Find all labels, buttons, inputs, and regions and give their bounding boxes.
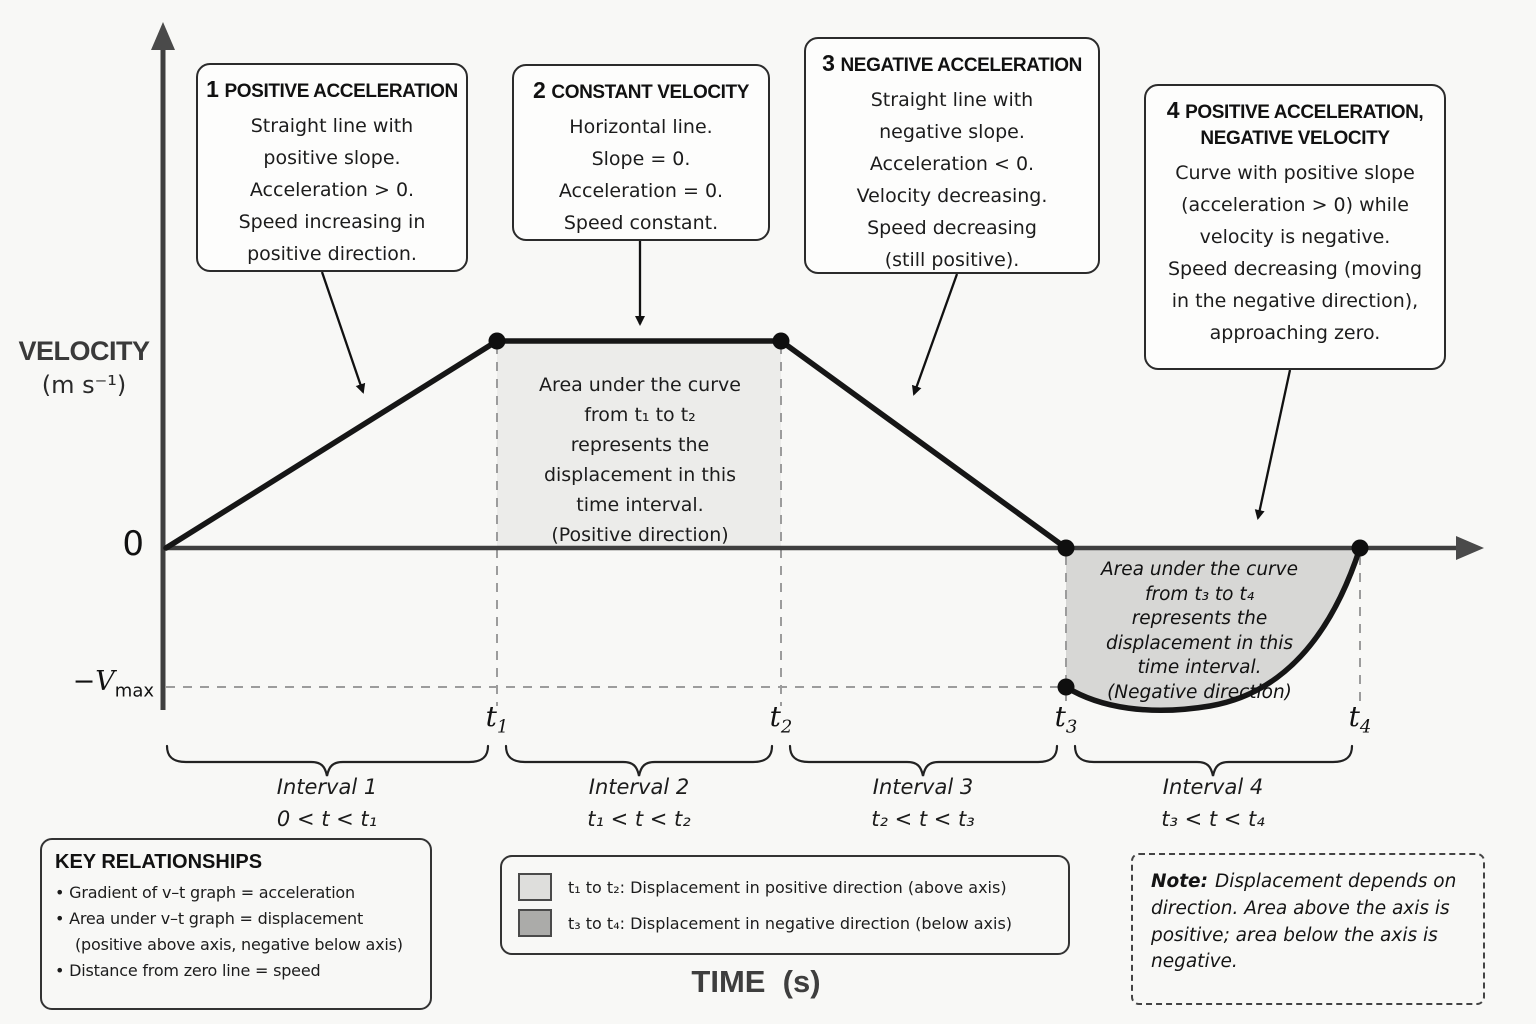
y-axis-neg-vmax-label: −Vmax [58, 666, 154, 701]
area-positive-line: from t₁ to t₂ [584, 404, 696, 426]
area-positive-line: Area under the curve [539, 374, 741, 396]
tick-t3: t3 [1054, 700, 1078, 738]
interval-1-range: 0 < t < t₁ [276, 807, 378, 831]
callout-3-line: Straight line with [870, 89, 1034, 112]
curve-point-t3-zero [1057, 539, 1075, 557]
curve-point-t4 [1351, 539, 1369, 557]
brace-interval-4 [1073, 744, 1354, 777]
area-positive-line: (Positive direction) [551, 524, 729, 546]
callout-2-line: Acceleration = 0. [558, 180, 724, 203]
callout-1-line: Acceleration > 0. [249, 179, 415, 202]
callout-4-line: Speed decreasing (moving [1167, 257, 1422, 280]
callout-3-line: Acceleration < 0. [869, 153, 1035, 176]
area-negative-line: represents the [1131, 608, 1268, 629]
y-axis-title: VELOCITY (m s⁻¹) [14, 336, 154, 399]
area-negative-line: displacement in this [1105, 632, 1294, 654]
callout-1-line: positive slope. [263, 147, 401, 170]
callout-3-line: (still positive). [884, 249, 1020, 272]
callout-3-line: Velocity decreasing. [856, 185, 1048, 208]
tick-t4: t4 [1348, 700, 1372, 738]
area-negative-line: (Negative direction) [1107, 681, 1292, 703]
legend-label-positive: t₁ to t₂: Displacement in positive direc… [568, 877, 1007, 897]
callout-1-line: positive direction. [247, 243, 417, 266]
area-positive-line: displacement in this [543, 464, 737, 486]
brace-interval-3 [788, 744, 1059, 777]
neg-vmax-base: −V [72, 666, 115, 697]
legend-item-negative: t₃ to t₄: Displacement in negative direc… [518, 909, 1052, 937]
curve-point-t2 [772, 332, 790, 350]
note-label: Note: [1151, 871, 1208, 892]
legend-item-positive: t₁ to t₂: Displacement in positive direc… [518, 873, 1052, 901]
x-axis-arrowhead [1456, 536, 1484, 560]
brace-interval-2 [504, 744, 774, 777]
key-relationships-line: (positive above axis, negative below axi… [75, 934, 403, 954]
legend-swatch-negative [518, 909, 552, 937]
key-relationships-box: KEY RELATIONSHIPS • Gradient of v–t grap… [40, 838, 432, 1010]
interval-4-range: t₃ < t < t₄ [1161, 807, 1265, 831]
callout-arrow-4 [1254, 369, 1292, 520]
callout-2-line: Horizontal line. [569, 116, 713, 139]
brace-interval-1 [165, 744, 490, 777]
curve-point-t1 [488, 332, 506, 350]
callout-arrow-1 [320, 271, 366, 394]
callout-4-line: in the negative direction), [1171, 289, 1419, 312]
legend-box: t₁ to t₂: Displacement in positive direc… [500, 855, 1070, 955]
legend-label-negative: t₃ to t₄: Displacement in negative direc… [568, 913, 1013, 933]
callout-1-line: Speed increasing in [238, 211, 426, 234]
area-positive-line: represents the [570, 434, 710, 456]
area-negative-line: time interval. [1137, 657, 1262, 678]
interval-4-name: Interval 4 [1162, 775, 1264, 799]
y-axis-title-line1: VELOCITY [18, 336, 150, 366]
note-text: Displacement depends on direction. Area … [1151, 871, 1457, 973]
area-label-negative: Area under the curve from t₃ to t₄ repre… [1052, 558, 1347, 705]
tick-t1: t1 [485, 700, 509, 738]
callout-arrow-3 [911, 273, 959, 396]
interval-3-name: Interval 3 [872, 775, 974, 799]
tick-t2: t2 [769, 700, 793, 738]
velocity-curve-segment-4 [1063, 545, 1363, 714]
key-relationships-title: KEY RELATIONSHIPS [55, 851, 263, 873]
curve-point-t3-negvmax [1057, 678, 1075, 696]
positive-area-fill [497, 343, 781, 548]
callout-4-line: velocity is negative. [1199, 225, 1391, 248]
note-box: Note:Displacement depends on direction. … [1131, 853, 1485, 1005]
callout-1-line: Straight line with [250, 115, 414, 138]
interval-3-range: t₂ < t < t₃ [871, 807, 975, 831]
key-relationships-line: • Area under v–t graph = displacement [55, 908, 364, 928]
area-positive-line: time interval. [576, 494, 704, 516]
callout-2-line: Speed constant. [563, 212, 719, 235]
key-relationships-line: • Gradient of v–t graph = acceleration [55, 883, 355, 902]
interval-2-name: Interval 2 [588, 775, 690, 799]
y-axis-arrowhead [151, 22, 175, 50]
key-relationships-line: • Distance from zero line = speed [55, 960, 321, 980]
callout-4-line: (acceleration > 0) while [1181, 193, 1409, 216]
y-axis-title-units: (m s⁻¹) [41, 371, 127, 399]
interval-2-range: t₁ < t < t₂ [587, 807, 691, 831]
area-negative-line: Area under the curve [1101, 559, 1298, 580]
callout-3-line: negative slope. [879, 121, 1025, 144]
callout-4-line: approaching zero. [1209, 321, 1381, 344]
area-negative-line: from t₃ to t₄ [1144, 583, 1254, 605]
y-axis-zero-label: 0 [122, 524, 144, 564]
velocity-curve-segment-1-3 [163, 338, 1069, 551]
x-axis-title: TIME (s) [691, 964, 821, 999]
area-label-positive: Area under the curve from t₁ to t₂ repre… [505, 370, 775, 550]
interval-1-name: Interval 1 [276, 775, 378, 799]
callout-2-line: Slope = 0. [591, 148, 691, 171]
callout-3-line: Speed decreasing [867, 217, 1037, 240]
legend-swatch-positive [518, 873, 552, 901]
neg-vmax-sub: max [114, 680, 154, 702]
callout-4-line: Curve with positive slope [1175, 161, 1415, 184]
